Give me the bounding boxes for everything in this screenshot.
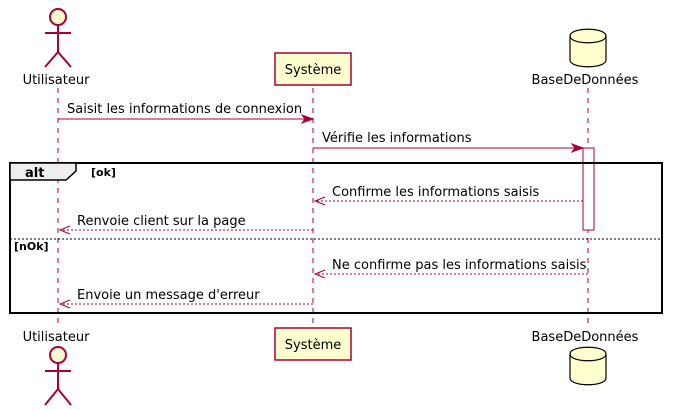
- database-icon-bottom: [569, 346, 607, 386]
- participant-system-box-top: [274, 52, 352, 86]
- participant-system-label-top: Système: [285, 63, 341, 78]
- alt-guard-ok: [ok]: [91, 166, 116, 179]
- alt-fragment-tab: [9, 162, 77, 181]
- participant-user-label-bottom: Utilisateur: [23, 330, 91, 345]
- participant-system-label-bottom: Système: [285, 338, 341, 353]
- message-2-label: Vérifie les informations: [322, 131, 472, 146]
- participant-user-label-top: Utilisateur: [23, 73, 91, 88]
- actor-icon-bottom: [44, 346, 72, 406]
- message-4-arrowhead: [58, 225, 71, 235]
- alt-guard-nok: [nOk]: [14, 240, 49, 253]
- message-1-arrowhead: [300, 113, 315, 125]
- message-2-arrowhead: [570, 142, 585, 154]
- message-3-label: Confirme les informations saisis: [332, 185, 540, 200]
- message-5-arrowhead: [313, 269, 326, 279]
- message-5-label: Ne confirme pas les informations saisis: [332, 258, 587, 273]
- participant-db-label-bottom: BaseDeDonnées: [532, 330, 639, 345]
- database-icon-top: [569, 28, 607, 68]
- actor-icon-top: [44, 8, 72, 68]
- message-6-label: Envoie un message d'erreur: [77, 288, 260, 303]
- message-6-arrowhead: [58, 299, 71, 309]
- message-3-arrowhead: [313, 196, 326, 206]
- alt-operator-label: alt: [25, 166, 44, 181]
- participant-system-box-bottom: [274, 327, 352, 361]
- db-activation-bar: [582, 147, 595, 231]
- message-4-label: Renvoie client sur la page: [77, 214, 246, 229]
- participant-db-label-top: BaseDeDonnées: [532, 73, 639, 88]
- alt-fragment-frame: [9, 162, 663, 314]
- message-1-label: Saisit les informations de connexion: [67, 102, 302, 117]
